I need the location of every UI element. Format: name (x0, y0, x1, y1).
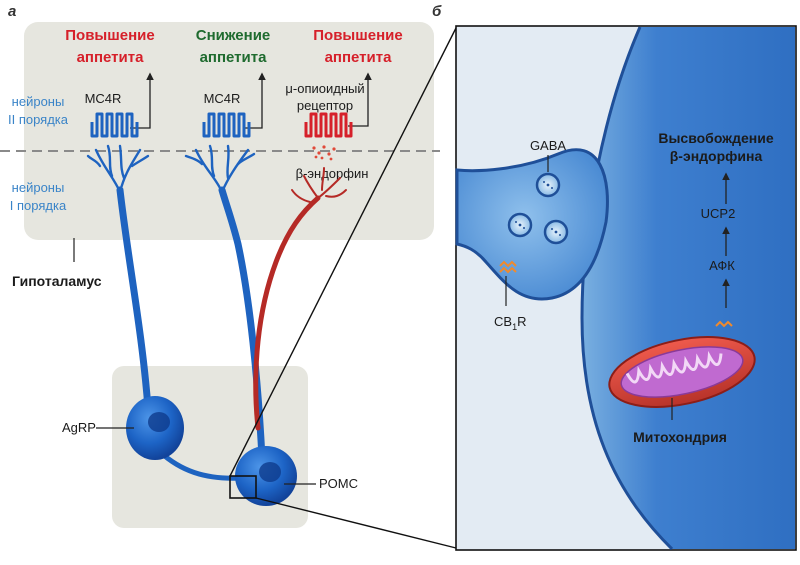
receptor-right-label-line1: μ-опиоидный (285, 81, 364, 96)
mitochondrion (608, 336, 756, 408)
zoom-line-top (229, 27, 457, 477)
order1-label-line1: нейроны (12, 180, 65, 195)
gaba-vesicles (507, 172, 569, 245)
gaba-label: GABA (530, 138, 566, 153)
panel-a-letter: a (8, 3, 16, 20)
ucp2-protein-mark (715, 320, 733, 328)
pomc-label: POMC (319, 476, 358, 491)
pomc-membrane (580, 26, 674, 551)
mito-label: Митохондрия (633, 429, 727, 445)
receptor-left-label: MC4R (85, 91, 122, 106)
zoom-line-bottom (255, 497, 457, 549)
cb1r-receptor (499, 260, 517, 274)
pomc-neuron (184, 144, 347, 462)
heading-mid-line1: Снижение (196, 27, 271, 44)
cb1r-label-main: CB (494, 314, 512, 329)
cb1r-label-end: R (517, 314, 526, 329)
pomc-cell-body (582, 27, 795, 549)
agrp-label: AgRP (62, 420, 96, 435)
mc4r-receptor-mid (202, 112, 251, 138)
order2-label-line1: нейроны (12, 94, 65, 109)
agrp-neuron (86, 144, 152, 412)
afk-label: АФК (709, 258, 735, 273)
order2-label-line2: II порядка (8, 112, 69, 127)
heading-left-line2: аппетита (77, 49, 145, 66)
cb1r-label: CB1R (494, 314, 526, 332)
release-label-line1: Высвобождение (658, 130, 774, 146)
panel-b-letter: б (432, 3, 442, 20)
ucp2-label: UCP2 (701, 206, 736, 221)
heading-right-line2: аппетита (325, 49, 393, 66)
hypothalamus-label: Гипоталамус (12, 273, 102, 289)
heading-left-line1: Повышение (65, 27, 154, 44)
beta-endorphin-label: β-эндорфин (296, 166, 369, 181)
order1-label-line2: I порядка (10, 198, 67, 213)
agrp-nucleus (148, 412, 170, 432)
heading-mid-line2: аппетита (200, 49, 268, 66)
mc4r-receptor-left (90, 112, 139, 138)
receptor-mid-label: MC4R (204, 91, 241, 106)
heading-right-line1: Повышение (313, 27, 402, 44)
release-label-line2: β-эндорфина (670, 148, 763, 164)
receptor-right-label-line2: рецептор (297, 98, 353, 113)
cb1r-label-sub: 1 (512, 322, 517, 332)
endorphin-molecules (312, 145, 336, 161)
pomc-nucleus (259, 462, 281, 482)
mu-opioid-receptor (304, 112, 353, 138)
zoom-region-box (229, 475, 257, 499)
